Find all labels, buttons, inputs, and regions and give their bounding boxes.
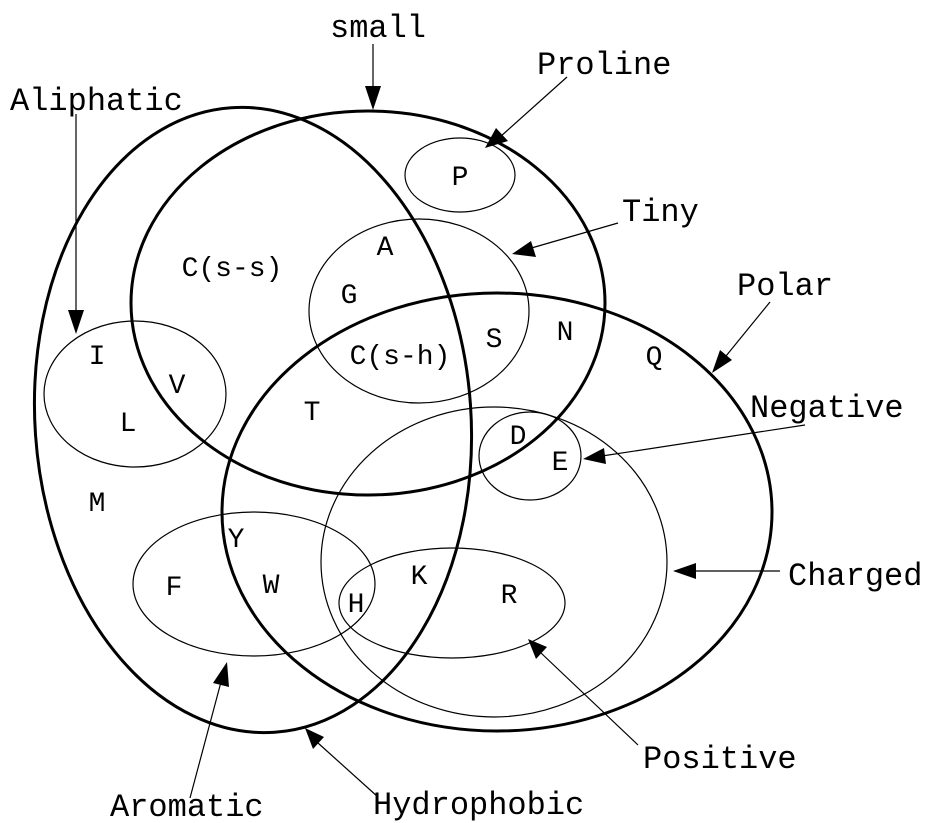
arrow-aliphatic [68,114,84,334]
label-aliphatic: Aliphatic [10,83,183,120]
aa-v: V [169,371,186,402]
aa-m: M [89,489,106,520]
arrow-proline [485,76,568,148]
aa-k: K [411,562,428,593]
aliphatic-set [43,320,227,468]
arrow-positive [528,639,639,746]
aa-a: A [377,233,394,264]
aa-q: Q [646,343,663,374]
negative-set [478,411,582,501]
arrow-hydrophobic [305,728,379,798]
aa-w: W [263,571,280,602]
label-negative: Negative [750,390,904,427]
proline-set [404,137,516,213]
label-charged: Charged [788,558,922,595]
label-proline: Proline [537,47,671,84]
arrow-tiny [512,222,619,257]
aa-n: N [557,318,574,349]
aa-t: T [304,398,321,429]
label-polar: Polar [737,268,833,305]
aa-d: D [510,422,527,453]
aa-p: P [452,163,469,194]
positive-set [338,547,566,659]
label-hydrophobic: Hydrophobic [373,787,584,823]
label-aromatic: Aromatic [110,789,264,823]
arrow-charged [673,563,780,579]
aa-y: Y [228,525,245,556]
aa-i: I [89,342,106,373]
aa-c-ss: C(s-s) [182,254,283,285]
label-tiny: Tiny [622,194,699,231]
arrow-negative [583,424,806,464]
aa-l: L [120,409,137,440]
aa-g: G [341,281,358,312]
aa-f: F [166,573,183,604]
aa-c-sh: C(s-h) [350,342,451,373]
aa-e: E [552,448,569,479]
arrow-small [365,44,381,110]
hydrophobic-set [32,105,474,735]
small-set [129,109,607,497]
arrow-aromatic [189,662,229,799]
arrow-polar [712,301,771,373]
charged-set [320,406,668,718]
aa-r: R [501,581,518,612]
aa-s: S [486,325,503,356]
label-small: small [330,10,426,47]
tiny-set [308,218,530,404]
label-positive: Positive [643,741,797,778]
aromatic-set [132,511,376,657]
aa-h: H [348,590,365,621]
polar-set [220,291,774,733]
